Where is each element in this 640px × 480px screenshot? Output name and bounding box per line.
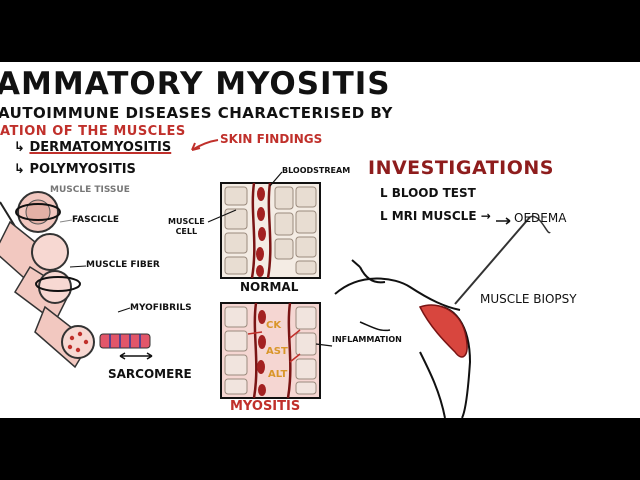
intro-line-1: AUTOIMMUNE DISEASES CHARACTERISED BY <box>0 104 393 122</box>
inflammation-label: INFLAMMATION <box>332 335 402 344</box>
muscle-fiber-label: MUSCLE FIBER <box>86 260 160 270</box>
sarcomere-label: SARCOMERE <box>108 367 192 381</box>
muscle-tissue-label: MUSCLE TISSUE <box>50 185 130 195</box>
bullet-text: POLYMYOSITIS <box>29 162 136 177</box>
bullet-text: DERMATOMYOSITIS <box>29 140 172 155</box>
bullet-dermatomyositis: ↳ DERMATOMYOSITIS <box>14 140 171 155</box>
slide-canvas: AMMATORY MYOSITIS AUTOIMMUNE DISEASES CH… <box>0 62 640 418</box>
investigation-blood-test: ᒪ BLOOD TEST <box>380 186 476 200</box>
investigation-text: BLOOD TEST <box>391 186 476 200</box>
bullet-polymyositis: ↳ POLYMYOSITIS <box>14 162 136 177</box>
normal-panel <box>220 182 321 279</box>
myofibrils-label: MYOFIBRILS <box>130 303 192 313</box>
bullet-arrow-icon: ↳ <box>14 140 25 155</box>
investigation-text: MRI MUSCLE <box>391 209 477 223</box>
myositis-label: MYOSITIS <box>230 399 301 414</box>
investigation-mri: ᒪ MRI MUSCLE → <box>380 209 491 223</box>
bloodstream-label: BLOODSTREAM <box>282 166 351 175</box>
diagram-drawing <box>0 139 551 418</box>
muscle-cell-line-2: CELL <box>175 227 198 236</box>
intro-line-2: ATION OF THE MUSCLES <box>0 124 186 139</box>
muscle-biopsy-label: MUSCLE BIOPSY <box>480 292 577 306</box>
muscle-hierarchy-drawing <box>0 191 153 369</box>
muscle-cell-label: MUSCLE CELL <box>168 217 205 237</box>
oedema-label: OEDEMA <box>514 211 567 225</box>
fascicle-label: FASCICLE <box>72 215 120 225</box>
slide-title: AMMATORY MYOSITIS <box>0 66 391 102</box>
skin-findings-label: SKIN FINDINGS <box>220 132 323 146</box>
myositis-panel <box>220 302 321 399</box>
bullet-arrow-icon: ↳ <box>14 162 25 177</box>
bullet-hook-icon: ᒪ <box>380 186 388 200</box>
investigations-heading: INVESTIGATIONS <box>368 157 554 179</box>
marker-alt: ALT <box>268 369 288 380</box>
biopsy-figure <box>334 215 551 418</box>
marker-ck: CK <box>266 320 282 331</box>
normal-label: NORMAL <box>240 280 299 294</box>
bullet-hook-icon: ᒪ <box>380 209 388 223</box>
marker-ast: AST <box>266 346 288 357</box>
arrow-right-icon: → <box>480 209 491 223</box>
muscle-cell-line-1: MUSCLE <box>168 217 205 226</box>
